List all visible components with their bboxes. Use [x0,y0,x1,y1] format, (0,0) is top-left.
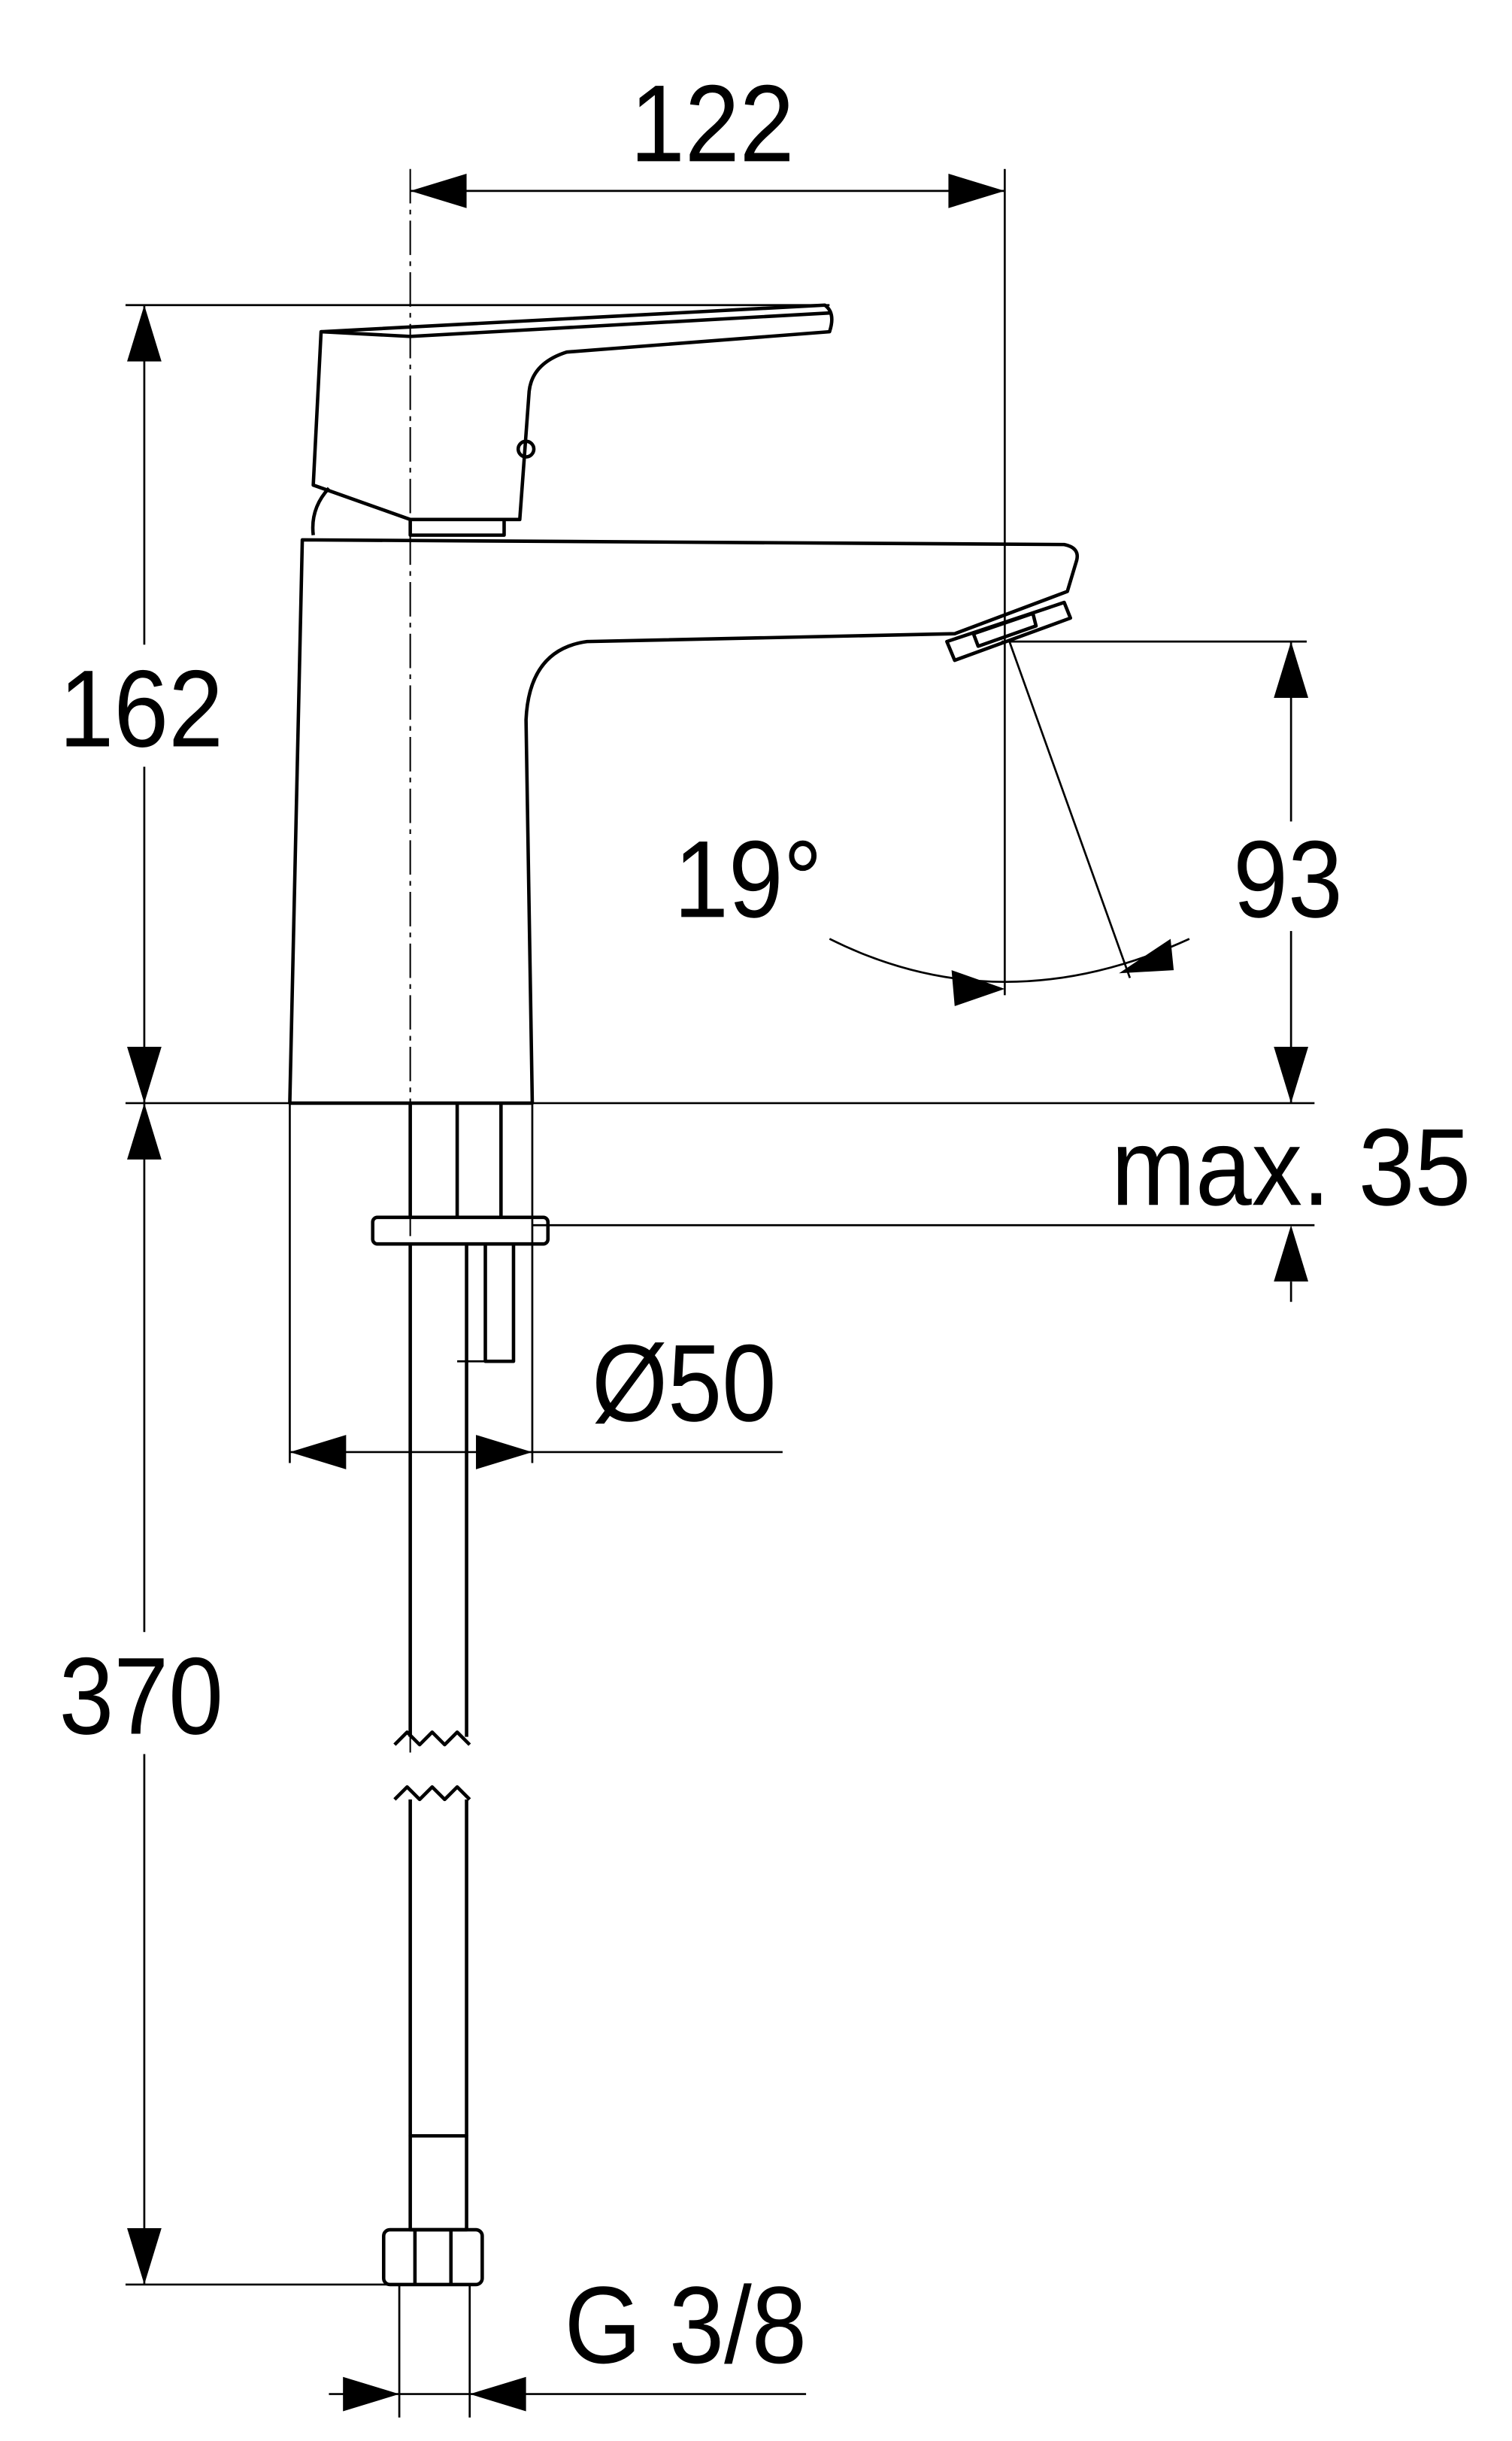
arrow-icon [948,173,1005,208]
arrow-icon [1274,1047,1309,1103]
label-max-35: max. 35 [1111,1105,1471,1228]
arrow-icon [476,1435,532,1469]
angle-arc [829,938,1190,983]
handle-button [516,439,536,459]
arrow-icon [289,1435,347,1469]
label-93: 93 [1233,817,1343,940]
arrow-icon [1119,938,1174,974]
label-370: 370 [59,1634,223,1757]
arrow-icon [410,173,467,208]
label-g-3-8: G 3/8 [565,2264,808,2386]
flexible-hose [408,1244,468,2136]
hose-ferrule [408,2133,468,2232]
threaded-rod [483,1244,516,1363]
aerator [945,600,1073,663]
faucet-body [288,538,1079,1105]
handle-base [311,487,506,537]
arrow-icon [127,305,162,362]
angle-line [1008,641,1132,978]
arrow-icon [343,2376,400,2412]
arrow-icon [127,2228,162,2285]
label-19-degrees: 19° [674,817,823,940]
arrow-icon [1274,641,1309,699]
label-122: 122 [630,62,794,184]
arrow-icon [951,970,1005,1006]
label-diameter-50: Ø50 [592,1321,777,1444]
connection-nut [381,2227,484,2287]
arrow-icon [1274,1225,1309,1282]
label-162: 162 [59,647,223,770]
arrow-icon [469,2376,526,2412]
mounting-plate [371,1215,550,1246]
arrow-icon [127,1047,162,1103]
arrow-icon [127,1102,162,1160]
break-symbol [393,1730,471,1802]
lever-handle [311,303,834,522]
